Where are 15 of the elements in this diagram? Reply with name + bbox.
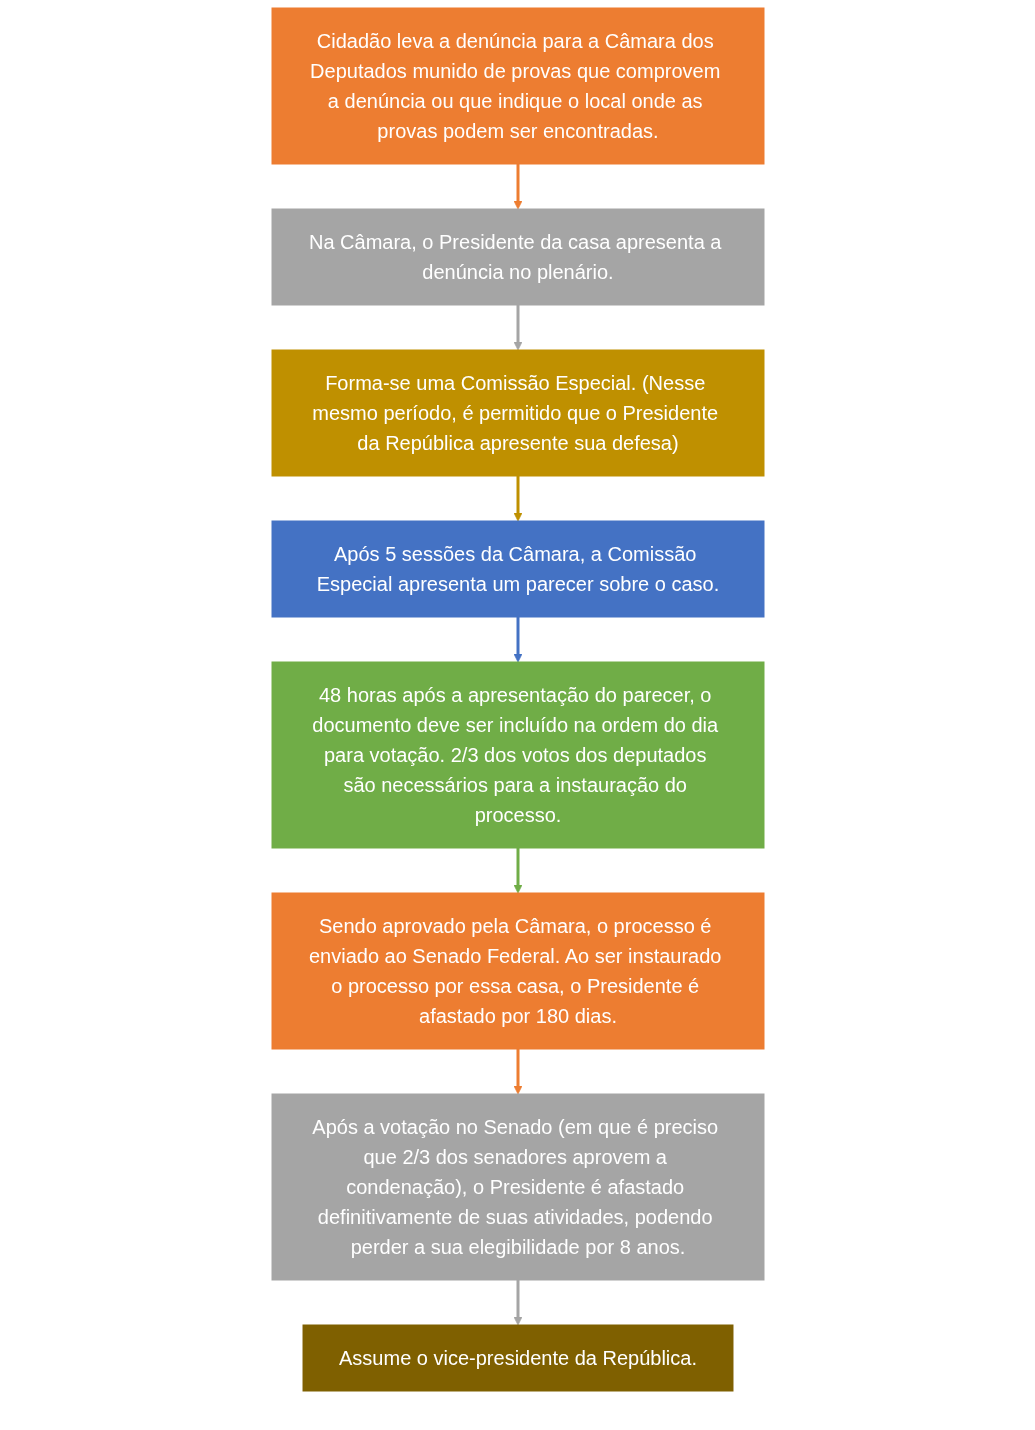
arrow	[513, 1280, 522, 1326]
node-box: 48 horas após a apresentação do parecer, o documento deve ser incluído na ordem do dia para votação. 2/3 dos votos dos deputados são necessários para a instauração do processo.	[271, 661, 764, 849]
node-box: Após 5 sessões da Câmara, a Comissão Especial apresenta um parecer sobre o caso.	[271, 520, 764, 618]
arrow	[513, 1049, 522, 1095]
arrow	[513, 164, 522, 210]
arrow	[513, 617, 522, 663]
node-box: Forma-se uma Comissão Especial. (Nesse mesmo período, é permitido que o Presidente da República apresente sua defesa)	[271, 349, 764, 477]
node-box: Cidadão leva a denúncia para a Câmara dos Deputados munido de provas que comprovem a denúncia ou que indique o local onde as provas podem ser encontradas.	[271, 7, 764, 165]
node-box: Após a votação no Senado (em que é preciso que 2/3 dos senadores aprovem a condenação), o Presidente é afastado definitivamente de suas atividades, podendo perder a sua elegibilidade por 8 anos.	[271, 1093, 764, 1281]
node-box: Sendo aprovado pela Câmara, o processo é enviado ao Senado Federal. Ao ser instaurado o processo por essa casa, o Presidente é afastado por 180 dias.	[271, 892, 764, 1050]
arrow	[513, 848, 522, 894]
node-box: Assume o vice-presidente da República.	[302, 1324, 733, 1392]
arrow	[513, 476, 522, 522]
node-box: Na Câmara, o Presidente da casa apresenta a denúncia no plenário.	[271, 208, 764, 306]
arrow	[513, 305, 522, 351]
